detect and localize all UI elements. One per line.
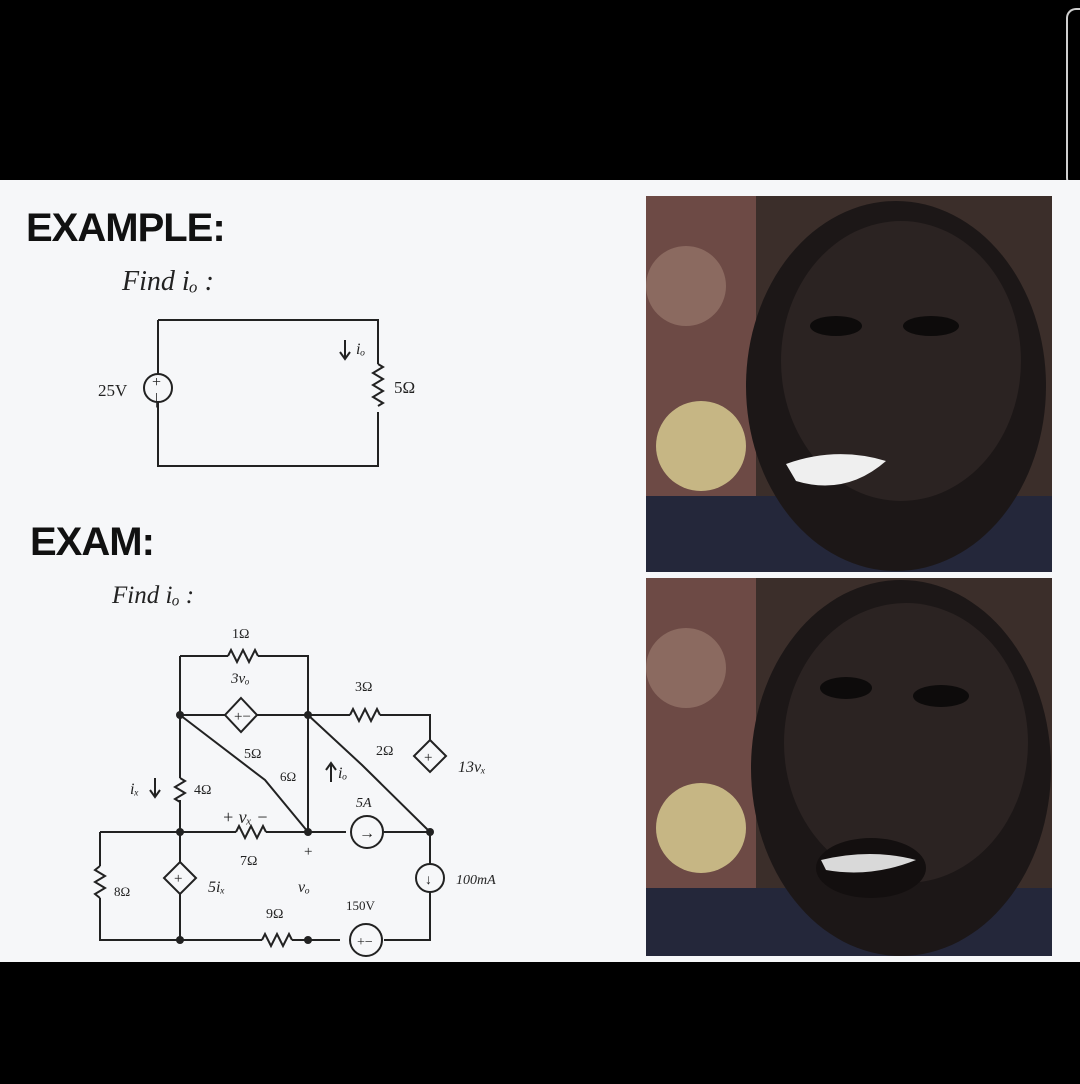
r4-label: 4Ω (194, 783, 211, 798)
dep-source-13-sign-icon: + (424, 750, 432, 766)
dep-13-label: 13vₓ (458, 759, 486, 776)
source-label: 25V (98, 381, 128, 400)
dc-voltage-source-icon: + | (152, 374, 161, 408)
v150-label: 150V (346, 898, 376, 913)
r1-label: 1Ω (232, 627, 249, 642)
exam-circuit (93, 647, 448, 957)
bottom-black-bar (0, 962, 1080, 1084)
dep-5ix-sign-icon: + (174, 871, 182, 887)
meme-image: EXAMPLE: Find iₒ : EXAM: Find iₒ : + | 2… (0, 180, 1080, 962)
arrow-right-icon: → (359, 825, 375, 842)
dep-source-sign-icon: +− (234, 709, 251, 725)
i5-label: 5A (356, 796, 372, 811)
smiling-man-photo (646, 196, 1052, 572)
example-find-text: Find iₒ : (122, 266, 214, 297)
shocked-man-photo (646, 578, 1052, 956)
io-label: iₒ (338, 765, 347, 782)
exam-heading: EXAM: (30, 520, 155, 564)
resistor-label: 5Ω (394, 378, 415, 397)
dep-v-top-label: 3vₒ (230, 671, 249, 687)
example-circuit: + | 25V 5Ω iₒ (93, 319, 496, 957)
r2-label: 2Ω (376, 744, 393, 759)
r9-label: 9Ω (266, 907, 283, 922)
r3-label: 3Ω (355, 680, 372, 695)
r7-label: 7Ω (240, 854, 257, 869)
scroll-handle[interactable] (1066, 8, 1080, 188)
vx-label: + vₓ − (222, 807, 268, 827)
i100-label: 100mA (456, 873, 496, 888)
vo-label: vₒ (298, 879, 310, 896)
current-label: iₒ (356, 341, 365, 358)
plus-label: + (304, 844, 312, 860)
arrow-down-icon: ↓ (425, 873, 432, 888)
exam-find-text: Find iₒ : (112, 582, 195, 609)
r6-label: 6Ω (280, 769, 296, 784)
r5-label: 5Ω (244, 747, 261, 762)
io-arrow-icon (325, 761, 337, 782)
ix-arrow-icon (149, 778, 161, 799)
svg-text:|: | (155, 391, 158, 408)
example-heading: EXAMPLE: (26, 206, 226, 250)
r8-label: 8Ω (114, 884, 130, 899)
ix-label: iₓ (130, 781, 139, 798)
svg-text:+: + (152, 374, 161, 391)
current-arrow-icon (339, 340, 351, 361)
dep-5ix-label: 5iₓ (208, 879, 225, 896)
top-black-bar (0, 0, 1080, 188)
v150-sign-icon: +− (357, 935, 373, 950)
